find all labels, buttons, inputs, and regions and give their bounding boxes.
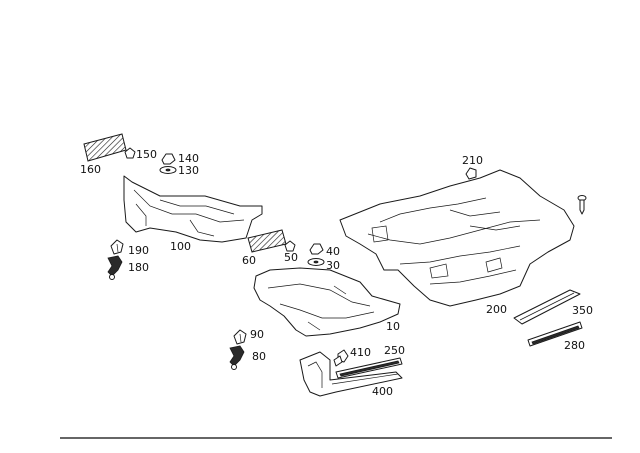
- part-410-clip[interactable]: [333, 349, 349, 367]
- part-250-sill-plate[interactable]: [335, 357, 403, 379]
- part-150-clip[interactable]: [124, 147, 136, 159]
- label-90: 90: [250, 328, 264, 341]
- label-280: 280: [564, 339, 585, 352]
- label-210: 210: [462, 154, 483, 167]
- label-140: 140: [178, 152, 199, 165]
- label-350: 350: [572, 304, 593, 317]
- label-10: 10: [386, 320, 400, 333]
- label-200: 200: [486, 303, 507, 316]
- part-80-bracket[interactable]: [229, 345, 245, 370]
- part-40-nut[interactable]: [309, 243, 324, 255]
- label-130: 130: [178, 164, 199, 177]
- part-350-sill-trim[interactable]: [513, 289, 581, 325]
- part-200-main-floor-covering[interactable]: [339, 169, 575, 307]
- label-250: 250: [384, 344, 405, 357]
- label-80: 80: [252, 350, 266, 363]
- part-280-sill-strip[interactable]: [527, 321, 583, 347]
- part-130-washer[interactable]: [159, 166, 177, 174]
- label-40: 40: [326, 245, 340, 258]
- part-30-washer[interactable]: [307, 258, 325, 266]
- label-400: 400: [372, 385, 393, 398]
- part-180-bracket[interactable]: [107, 255, 123, 280]
- label-100: 100: [170, 240, 191, 253]
- label-180: 180: [128, 261, 149, 274]
- part-100-rear-floor-section[interactable]: [123, 175, 263, 243]
- part-190-fastener[interactable]: [110, 239, 124, 255]
- part-140-nut[interactable]: [161, 153, 176, 165]
- part-60-mesh-pad[interactable]: [247, 229, 287, 253]
- part-screw[interactable]: [577, 195, 587, 215]
- part-160-mesh-pad[interactable]: [83, 133, 127, 162]
- part-10-front-floor-section[interactable]: [253, 267, 401, 337]
- part-50-clip[interactable]: [284, 240, 296, 252]
- label-150: 150: [136, 148, 157, 161]
- label-160: 160: [80, 163, 101, 176]
- label-50: 50: [284, 251, 298, 264]
- part-400-trim-panel[interactable]: [299, 351, 403, 397]
- label-410: 410: [350, 346, 371, 359]
- part-90-fastener[interactable]: [233, 329, 247, 345]
- label-60: 60: [242, 254, 256, 267]
- part-210-clip[interactable]: [465, 167, 477, 180]
- label-190: 190: [128, 244, 149, 257]
- label-30: 30: [326, 259, 340, 272]
